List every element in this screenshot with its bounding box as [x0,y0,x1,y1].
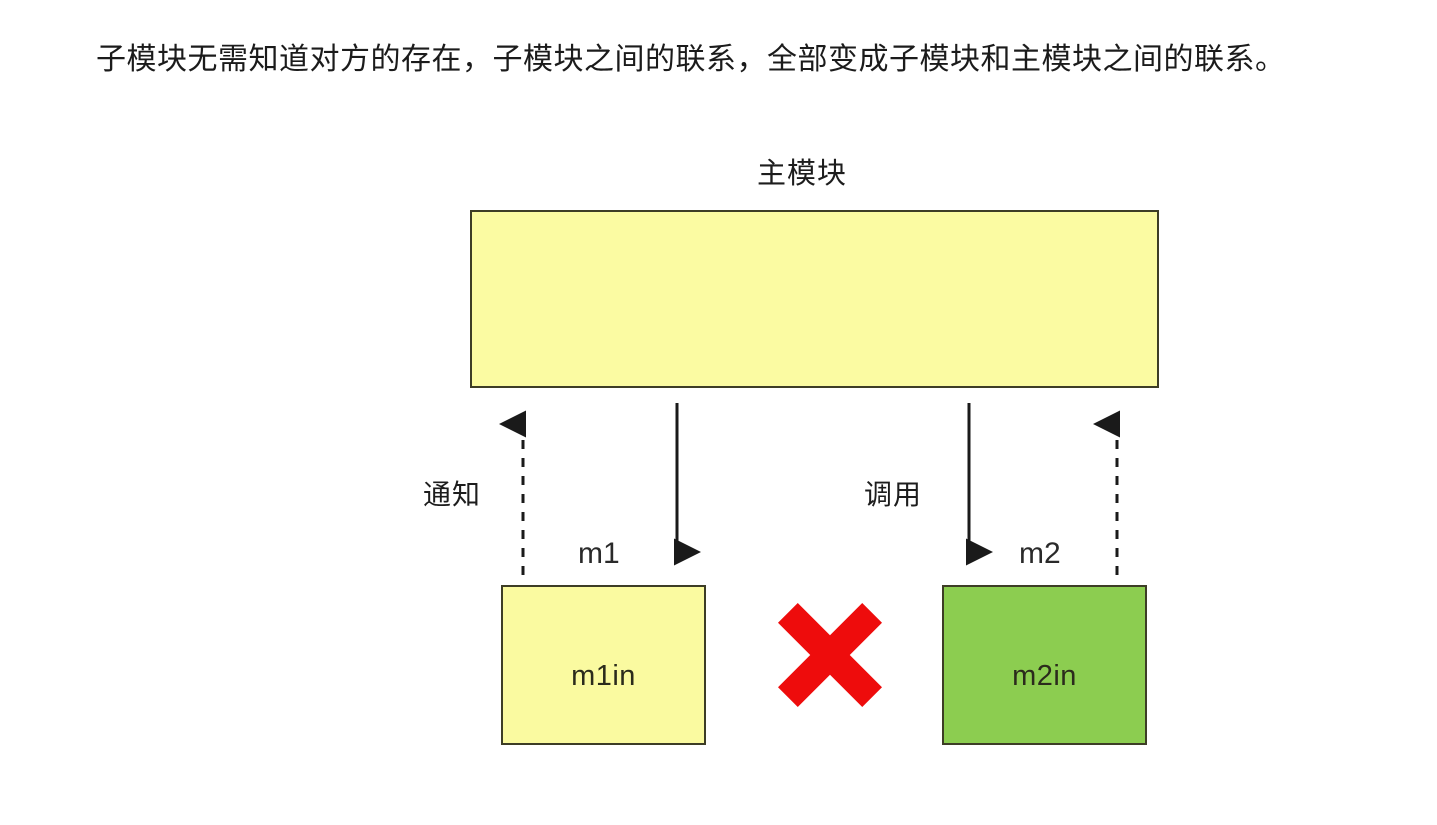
call-arrow-label: 调用 [864,479,923,510]
submodule-m2in-box[interactable]: m2in [942,585,1147,745]
submodule-m1in-label: m1in [571,659,636,692]
main-module-title: 主模块 [757,158,848,190]
submodule-m1in-box[interactable]: m1in [501,585,706,745]
submodule-m2-label: m2 [1019,537,1061,570]
red-cross-icon [778,603,882,707]
notify-arrow-label: 通知 [423,479,482,510]
page-title: 子模块无需知道对方的存在，子模块之间的联系，全部变成子模块和主模块之间的联系。 [96,43,1286,76]
submodule-m1-label: m1 [578,537,620,570]
main-module-box[interactable] [470,210,1159,388]
submodule-m2in-label: m2in [1012,659,1077,692]
